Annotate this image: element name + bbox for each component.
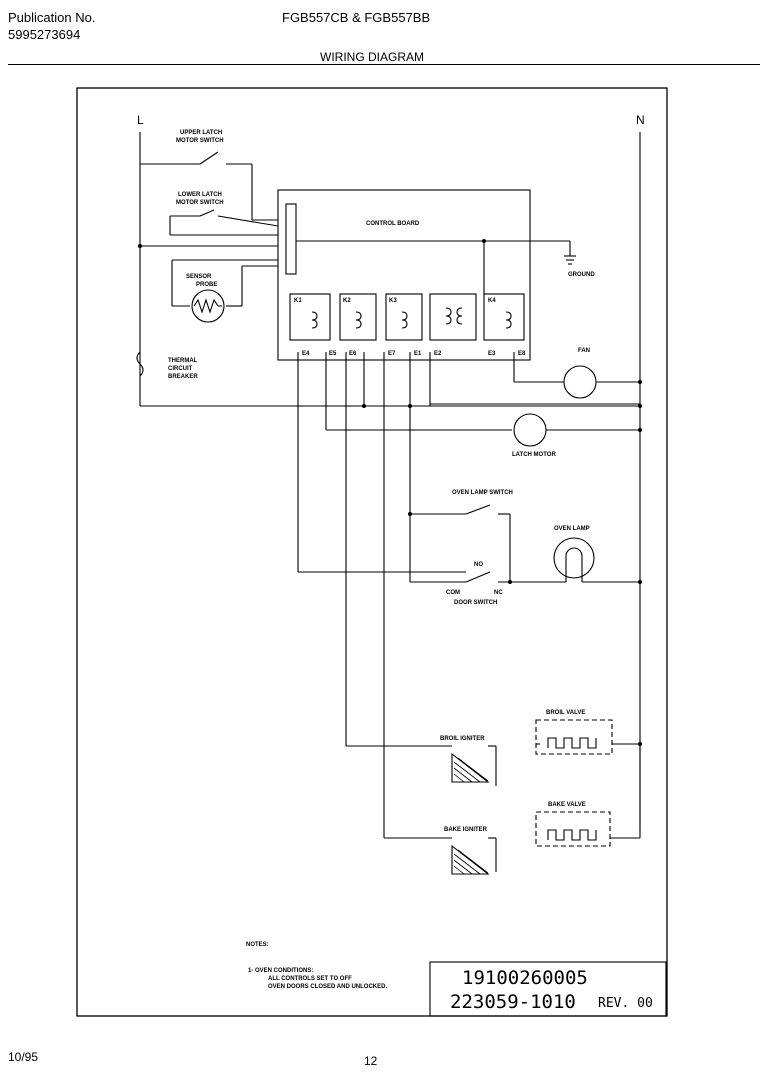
notes-line-1: 1- OVEN CONDITIONS:	[248, 968, 313, 974]
fan-label: FAN	[578, 348, 590, 354]
latch-motor-label: LATCH MOTOR	[512, 452, 556, 458]
oven-lamp	[553, 537, 595, 579]
relay-k3: K3	[389, 298, 397, 304]
diagram-frame	[76, 87, 668, 1017]
relay-k4: K4	[488, 298, 496, 304]
latch-motor	[513, 413, 547, 447]
terminal-e8: E8	[518, 351, 526, 357]
lower-latch-label-1: LOWER LATCH	[178, 192, 222, 198]
doc-number: 19100260005	[462, 967, 588, 989]
terminal-e4: E4	[302, 351, 310, 357]
notes-line-2: ALL CONTROLS SET TO OFF	[268, 976, 352, 982]
fan-motor	[563, 365, 597, 399]
bake-valve-label: BAKE VALVE	[548, 802, 586, 808]
publication-number: 5995273694	[8, 27, 81, 42]
thermal-label-3: BREAKER	[168, 374, 198, 380]
part-number: 223059-1010	[450, 991, 576, 1013]
terminal-e3: E3	[488, 351, 496, 357]
control-board-label: CONTROL BOARD	[366, 221, 420, 227]
revision: REV. 00	[598, 996, 653, 1011]
relay-k1: K1	[294, 298, 302, 304]
publication-label: Publication No.	[8, 10, 96, 25]
lower-latch-label-2: MOTOR SWITCH	[176, 200, 224, 206]
footer-date: 10/95	[8, 1050, 39, 1064]
sensor-probe	[191, 289, 225, 323]
door-switch-no: NO	[474, 562, 483, 568]
control-board-box	[277, 189, 531, 361]
terminal-e2: E2	[434, 351, 442, 357]
upper-latch-label-1: UPPER LATCH	[180, 130, 222, 136]
sensor-label-1: SENSOR	[186, 274, 212, 280]
neutral-label: N	[636, 113, 645, 127]
door-switch-com: COM	[446, 590, 460, 596]
notes-line-3: OVEN DOORS CLOSED AND UNLOCKED.	[268, 984, 387, 990]
oven-lamp-label: OVEN LAMP	[554, 526, 590, 532]
ground-label: GROUND	[568, 272, 595, 278]
terminal-e7: E7	[388, 351, 396, 357]
broil-valve-label: BROIL VALVE	[546, 710, 585, 716]
door-switch-label: DOOR SWITCH	[454, 600, 497, 606]
ground-icon	[564, 255, 576, 265]
upper-latch-label-2: MOTOR SWITCH	[176, 138, 224, 144]
page-title: WIRING DIAGRAM	[320, 50, 424, 64]
terminal-e1: E1	[414, 351, 422, 357]
header-rule	[8, 64, 760, 65]
page-number: 12	[364, 1054, 378, 1068]
bake-igniter-label: BAKE IGNITER	[444, 827, 488, 833]
terminal-e5: E5	[329, 351, 337, 357]
thermal-label-1: THERMAL	[168, 358, 198, 364]
thermal-label-2: CIRCUIT	[168, 366, 193, 372]
model-numbers: FGB557CB & FGB557BB	[282, 10, 431, 25]
oven-lamp-switch-label: OVEN LAMP SWITCH	[452, 490, 513, 496]
sensor-label-2: PROBE	[196, 282, 217, 288]
notes-heading: NOTES:	[246, 942, 269, 948]
line-label: L	[137, 113, 144, 127]
door-switch-nc: NC	[494, 590, 503, 596]
thermal-breaker	[136, 351, 144, 377]
relay-k2: K2	[343, 298, 351, 304]
terminal-e6: E6	[349, 351, 357, 357]
broil-igniter-label: BROIL IGNITER	[440, 736, 485, 742]
